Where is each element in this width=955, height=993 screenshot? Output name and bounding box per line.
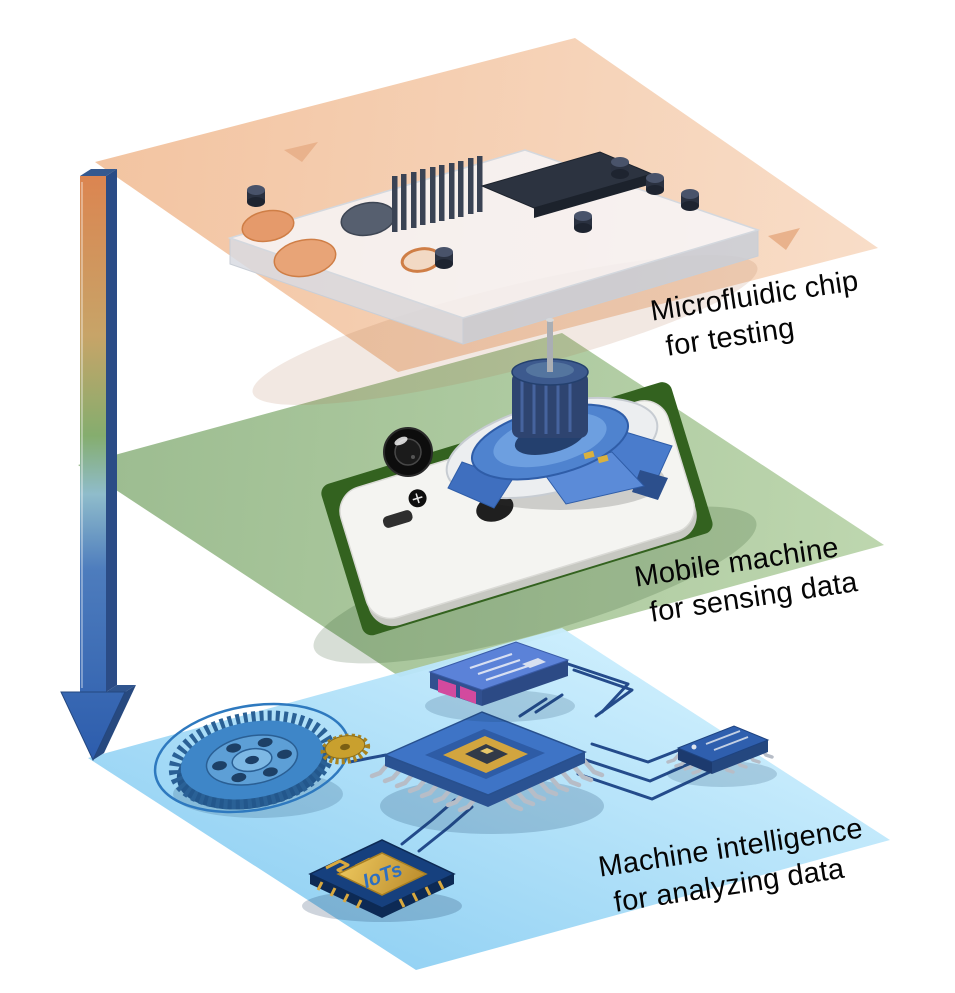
sensing-module [445,318,673,510]
soic-pin1-dot [691,744,697,750]
bracket-right-dark [632,470,668,500]
soic-side-right [712,740,768,774]
camera-lens [383,427,433,477]
gold-contact [583,450,595,460]
port-cylinder [247,185,265,207]
chip-ports [247,157,699,269]
port-cylinder [574,211,592,233]
chip-slab-top-face [227,149,761,319]
soic-text-lines [705,730,749,751]
arrow-shaft [80,176,106,692]
inlet-triangle [284,142,318,162]
data-flow-arrow [60,169,136,762]
worm-gear [320,733,371,765]
module-silkscreen [469,652,529,682]
arrow-head [60,691,126,762]
iot-module-graphic: IoTs [302,839,462,922]
cpu-side [385,752,585,807]
iot-side [310,874,454,918]
pink-connector [438,679,456,698]
soic-shadow [667,761,777,787]
driver-module-graphic [425,641,575,722]
reservoir-circle [241,209,295,243]
iot-pins [316,880,445,909]
inlet-triangle [768,228,800,250]
phone-speaker [382,510,413,528]
arrow-side-face [106,169,117,692]
machine-intelligence-graphic: IoTs [153,641,777,922]
gear-axle-hole [245,755,259,765]
port-cylinder [681,189,699,211]
lens-glint [394,436,408,446]
reservoir-circle [273,238,337,278]
soic-top [676,725,770,763]
flash-icon [412,493,423,504]
gear-holes [212,737,292,783]
port-cylinder [611,157,629,179]
soic-chip-graphic [666,725,777,787]
serpentine-channel [392,156,483,232]
motor-shaft [547,320,553,372]
arrow-top-cap [80,169,117,176]
module-chip [522,658,546,668]
motor [511,318,589,438]
module-front-right [482,660,568,706]
soic-side-left [678,748,712,774]
iot-gold-chip [336,852,428,896]
pink-connector [460,686,476,704]
arrow-head-side [93,685,136,760]
microfluidic-chip-graphic [227,142,800,405]
port-cylinder [435,247,453,269]
arrow-head-step [106,685,136,692]
port-cylinder [646,173,664,195]
gold-contact [597,454,609,464]
gear-graphic [153,702,371,818]
mobile-machine-graphic [313,318,757,664]
cpu-die-glint [480,748,494,754]
chamber-side [534,174,652,218]
cpu-chip-graphic [369,711,605,834]
cpu-die [465,744,508,764]
